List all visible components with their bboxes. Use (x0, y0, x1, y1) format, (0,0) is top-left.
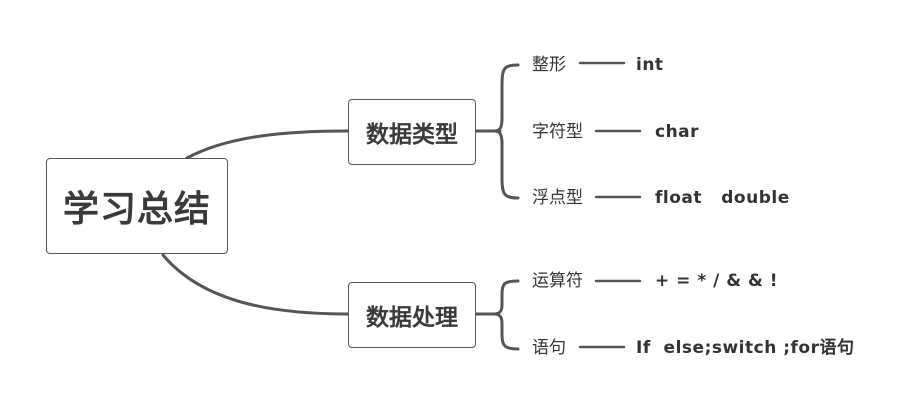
leaf-value-char[interactable]: char (655, 122, 700, 142)
leaf-value-operators[interactable]: + = * / & & ! (655, 271, 779, 291)
leaf-value-int[interactable]: int (636, 55, 664, 75)
leaf-value-float[interactable]: float double (655, 188, 790, 208)
leaf-key-operators[interactable]: 运算符 (532, 271, 583, 291)
leaf-value-statements[interactable]: If else;switch ;for语句 (636, 338, 855, 358)
leaf-key-float[interactable]: 浮点型 (532, 188, 583, 208)
leaf-key-statements[interactable]: 语句 (532, 338, 566, 358)
brace-data-types (474, 63, 520, 200)
connector-central-to-data-processing (161, 253, 350, 316)
brace-data-processing (474, 279, 520, 351)
connector-central-to-data-types (185, 129, 350, 160)
leaf-key-char[interactable]: 字符型 (532, 122, 583, 142)
branch-data-types[interactable]: 数据类型 (348, 99, 476, 165)
leaf-key-int[interactable]: 整形 (532, 55, 566, 75)
branch-data-processing[interactable]: 数据处理 (348, 282, 476, 348)
central-topic[interactable]: 学习总结 (46, 158, 228, 254)
